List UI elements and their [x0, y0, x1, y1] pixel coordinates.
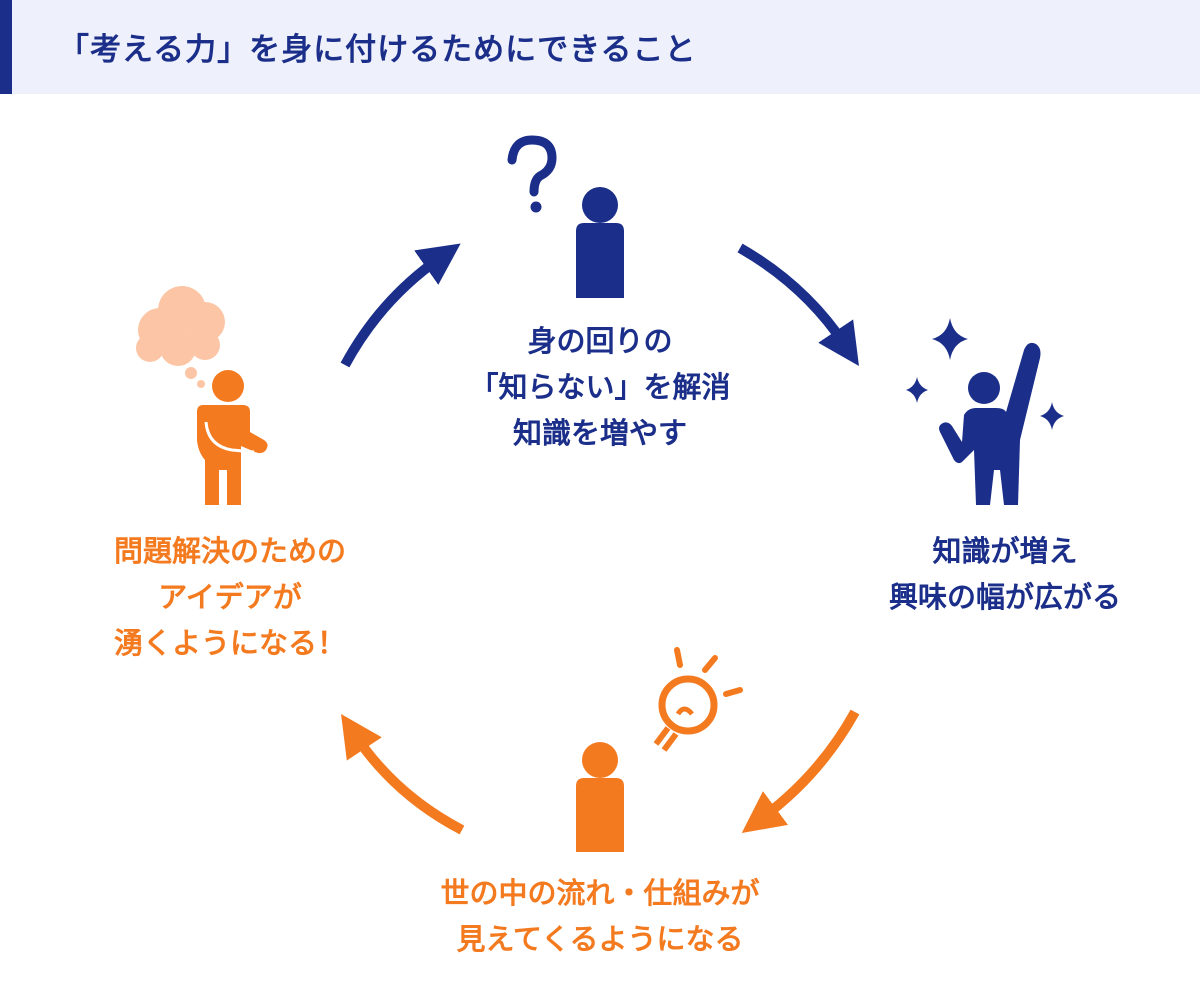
step-label-line: 湧くようになる！ — [113, 626, 346, 660]
sparkle-icon — [932, 318, 968, 360]
arrow-bottom-to-left — [341, 714, 465, 835]
step-label-line: アイデアが — [158, 580, 302, 614]
arrow-top-to-right — [737, 243, 859, 366]
step-label-left: 問題解決のための アイデアが 湧くようになる！ — [40, 528, 420, 666]
lightbulb-icon — [653, 647, 743, 752]
person-question-icon — [507, 135, 624, 298]
step-label-top: 身の回りの 「知らない」を解消 知識を増やす — [400, 318, 800, 456]
question-mark-icon — [507, 135, 557, 213]
header: 「考える力」を身に付けるためにできること — [0, 0, 1200, 94]
header-accent-bar — [0, 0, 12, 94]
step-label-right: 知識が増え 興味の幅が広がる — [830, 528, 1180, 620]
sparkle-icon — [906, 377, 928, 403]
person-cheering-sparkles-icon — [906, 318, 1064, 505]
step-label-line: 世の中の流れ・仕組みが — [440, 876, 760, 910]
person-thinking-icon — [136, 286, 268, 505]
person-lightbulb-icon — [576, 647, 743, 852]
step-label-line: 興味の幅が広がる — [888, 580, 1121, 614]
step-label-line: 身の回りの — [527, 324, 673, 358]
thought-cloud-icon — [136, 286, 225, 388]
arrow-right-to-bottom — [741, 709, 860, 834]
arrow-left-to-top — [340, 243, 461, 368]
step-label-line: 「知らない」を解消 — [469, 370, 731, 404]
page-title: 「考える力」を身に付けるためにできること — [58, 32, 697, 68]
sparkle-icon — [1040, 402, 1064, 430]
step-label-line: 問題解決のための — [113, 534, 346, 568]
step-label-line: 知識を増やす — [512, 416, 687, 450]
step-label-line: 知識が増え — [932, 534, 1078, 568]
step-label-line: 見えてくるようになる — [456, 922, 744, 956]
step-label-bottom: 世の中の流れ・仕組みが 見えてくるようになる — [370, 870, 830, 962]
